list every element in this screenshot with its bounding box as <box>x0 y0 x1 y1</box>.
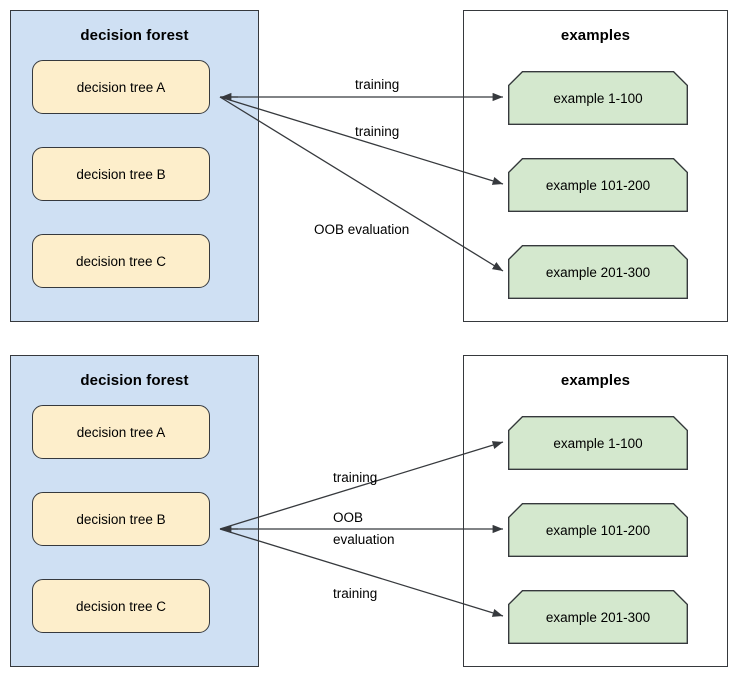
decision-tree-a-label: decision tree A <box>76 424 166 440</box>
example-201-300-label: example 201-300 <box>545 264 651 280</box>
example-201-300-box[interactable]: example 201-300 <box>508 245 688 299</box>
diagram-decision-tree-b: decision forest decision tree A decision… <box>0 345 737 685</box>
example-1-100-label: example 1-100 <box>553 90 643 106</box>
example-1-100-label: example 1-100 <box>553 435 643 451</box>
examples-panel: examples example 1-100 example 101-200 e… <box>463 10 728 322</box>
example-201-300-box[interactable]: example 201-300 <box>508 590 688 644</box>
edge-label-training-1: training <box>355 77 400 92</box>
example-1-100-box[interactable]: example 1-100 <box>508 416 688 470</box>
decision-tree-b-box[interactable]: decision tree B <box>32 492 210 546</box>
example-1-100-box[interactable]: example 1-100 <box>508 71 688 125</box>
decision-tree-c-label: decision tree C <box>75 598 167 614</box>
decision-tree-b-label: decision tree B <box>76 511 166 527</box>
decision-tree-c-box[interactable]: decision tree C <box>32 579 210 633</box>
decision-tree-a-label: decision tree A <box>76 79 166 95</box>
decision-tree-b-box[interactable]: decision tree B <box>32 147 210 201</box>
example-101-200-label: example 101-200 <box>545 177 651 193</box>
edge-label-evaluation: evaluation <box>333 532 395 547</box>
decision-tree-c-box[interactable]: decision tree C <box>32 234 210 288</box>
edge-label-oob-evaluation: OOB evaluation <box>314 222 410 237</box>
decision-tree-a-box[interactable]: decision tree A <box>32 405 210 459</box>
examples-title: examples <box>560 27 631 44</box>
decision-tree-b-label: decision tree B <box>76 166 166 182</box>
edge-label-training-2: training <box>333 586 378 601</box>
edge-label-training-2: training <box>355 124 400 139</box>
diagram-decision-tree-a: decision forest decision tree A decision… <box>0 0 737 340</box>
decision-tree-c-label: decision tree C <box>75 253 167 269</box>
examples-panel: examples example 1-100 example 101-200 e… <box>463 355 728 667</box>
edge-tree-a-to-example-101-200 <box>219 96 504 185</box>
examples-title: examples <box>560 372 631 389</box>
edge-label-oob: OOB <box>333 510 364 525</box>
decision-tree-a-box[interactable]: decision tree A <box>32 60 210 114</box>
example-201-300-label: example 201-300 <box>545 609 651 625</box>
decision-forest-title: decision forest <box>80 372 189 389</box>
example-101-200-box[interactable]: example 101-200 <box>508 158 688 212</box>
decision-forest-title: decision forest <box>80 27 189 44</box>
edge-label-training-1: training <box>333 470 378 485</box>
example-101-200-label: example 101-200 <box>545 522 651 538</box>
example-101-200-box[interactable]: example 101-200 <box>508 503 688 557</box>
